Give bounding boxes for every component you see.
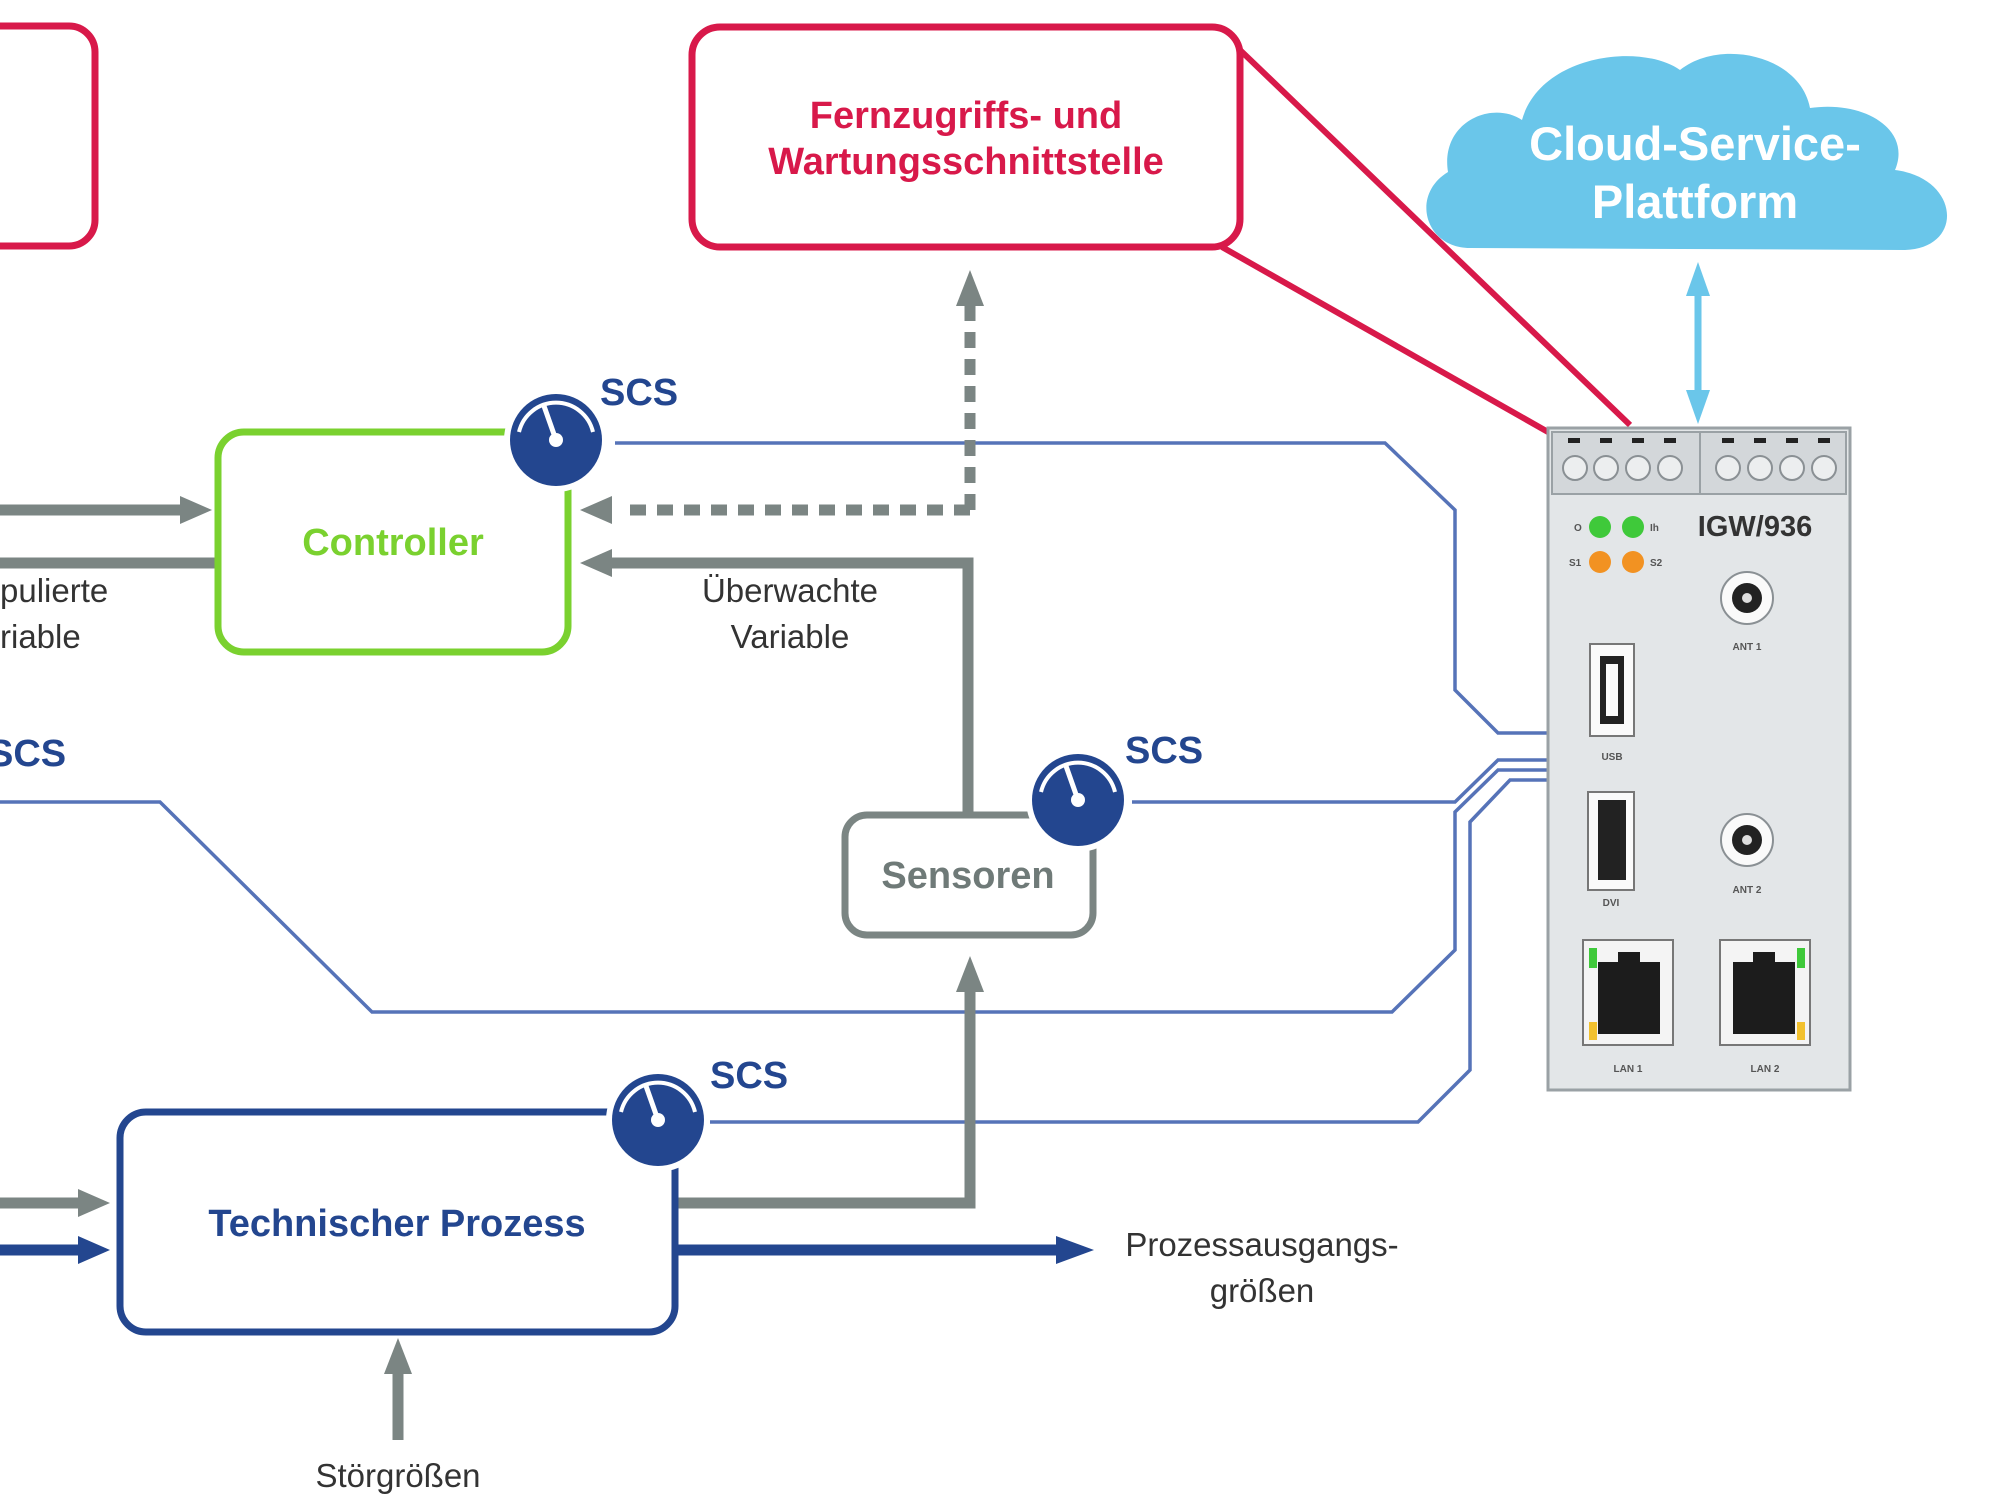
cloud-label-1: Cloud-Service- (1529, 117, 1861, 170)
scs-label-prozess: SCS (710, 1055, 788, 1097)
lan-2-port[interactable] (1719, 939, 1811, 1046)
manipulierte-label-1: pulierte (0, 572, 108, 609)
dvi-port[interactable] (1587, 791, 1635, 891)
usb-label: USB (1601, 752, 1622, 763)
prozess-label: Technischer Prozess (208, 1203, 585, 1245)
cloud-double-arrow (1686, 262, 1710, 424)
fernzugriff-label-2: Wartungsschnittstelle (768, 141, 1164, 183)
led-label-o: O (1574, 523, 1582, 534)
device-name: IGW/936 (1698, 511, 1812, 543)
controller-label: Controller (302, 522, 484, 564)
cloud-node[interactable]: Cloud-Service- Plattform (1426, 53, 1948, 250)
led-label-s1: S1 (1569, 558, 1582, 569)
lan2-label: LAN 2 (1751, 1064, 1780, 1075)
scs-network-lines (0, 441, 1548, 1124)
terminal-screws (1562, 455, 1837, 481)
led-label-s2: S2 (1650, 558, 1663, 569)
lan-1-port[interactable] (1582, 939, 1674, 1046)
fernzugriff-label-1: Fernzugriffs- und (810, 95, 1122, 137)
sensoren-node[interactable]: Sensoren (841, 811, 1097, 939)
antenna-2-connector[interactable] (1720, 813, 1774, 867)
scs-gauge-icon (1026, 748, 1130, 852)
dvi-label: DVI (1603, 898, 1620, 909)
gray-flows (0, 270, 984, 1440)
red-link-bottom (1220, 244, 1550, 435)
ausgang-label-2: größen (1210, 1272, 1315, 1309)
lan1-label: LAN 1 (1614, 1064, 1643, 1075)
led-label-ih: Ih (1650, 523, 1659, 534)
red-link-top (1237, 47, 1633, 428)
blue-flows (0, 1236, 1094, 1264)
cloud-label-2: Plattform (1592, 175, 1798, 228)
status-leds (1589, 516, 1644, 573)
scs-gauge-icon (504, 388, 608, 492)
igw-device[interactable]: O Ih S1 S2 IGW/936 ANT 1 USB DVI (1546, 426, 1852, 1092)
ant2-label: ANT 2 (1733, 885, 1762, 896)
scs-label-left: SCS (0, 733, 66, 775)
antenna-1-connector[interactable] (1720, 571, 1774, 625)
controller-node[interactable]: Controller (214, 428, 572, 656)
scs-label-sensoren: SCS (1125, 730, 1203, 772)
stoer-label: Störgrößen (315, 1457, 480, 1494)
ausgang-label-1: Prozessausgangs- (1125, 1226, 1398, 1263)
manipulierte-label-2: riable (0, 618, 81, 655)
ant1-label: ANT 1 (1733, 642, 1762, 653)
ueberwachte-label-1: Überwachte (702, 572, 878, 609)
prozess-node[interactable]: Technischer Prozess (116, 1108, 679, 1336)
ueberwachte-label-2: Variable (731, 618, 850, 655)
fernzugriff-node[interactable]: Fernzugriffs- und Wartungsschnittstelle (688, 23, 1244, 251)
usb-port[interactable] (1589, 643, 1635, 737)
scs-label-controller: SCS (600, 372, 678, 414)
sensoren-label: Sensoren (881, 855, 1054, 897)
scs-gauge-icon (606, 1068, 710, 1172)
left-red-box (0, 22, 99, 250)
